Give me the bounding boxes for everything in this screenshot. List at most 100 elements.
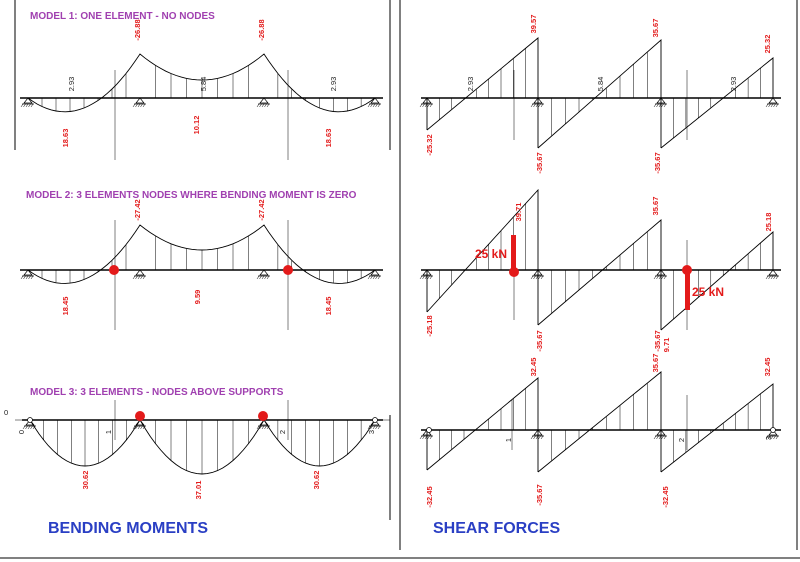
m1-sf-bottom-1: -25.32 — [425, 134, 434, 155]
m3-bm-support-1-hatch — [135, 425, 138, 430]
m1-sf-support-0-hatch — [429, 103, 433, 108]
m3-sf-support-0-hatch — [429, 435, 433, 440]
m3-sf-support-0-hatch — [419, 435, 423, 440]
m3-bm-support-0-hatch — [27, 425, 31, 430]
model-1-title: MODEL 1: ONE ELEMENT - NO NODES — [30, 11, 215, 22]
m2-bm-support-1 — [135, 269, 145, 276]
m3-bm-support-1-hatch — [132, 425, 136, 430]
m1-sf-support-1-hatch — [540, 103, 544, 108]
m2-sf-support-2-hatch — [656, 275, 659, 280]
m3-sf-support-2-hatch — [656, 435, 659, 440]
m3-sf-segment-1 — [537, 371, 662, 473]
m3-sf-support-0-hatch — [422, 435, 425, 440]
m3-sf-support-3-hatch — [770, 435, 774, 440]
m3-sf-top-1: 32.45 — [529, 358, 538, 377]
m1-bm-support-2-hatch — [259, 103, 262, 108]
m3-sf-segment-0 — [426, 377, 539, 471]
shear-forces-heading: SHEAR FORCES — [433, 520, 560, 537]
m2-bm-support-2-hatch — [261, 275, 265, 280]
m3-sf-support-2-hatch — [661, 435, 664, 440]
m3-sf-support-1-hatch — [540, 435, 544, 440]
m2-bm-node-1 — [109, 265, 119, 275]
m3-bm-support-3-hatch — [375, 425, 378, 430]
m3-bm-span-1: 30.62 — [81, 471, 90, 490]
m2-bm-support-1-hatch — [135, 275, 138, 280]
m1-bm-support-2 — [259, 97, 269, 104]
m1-bm-support-2: -26.88 — [257, 19, 266, 40]
m1-sf-support-2-hatch — [661, 103, 664, 108]
m2-bm-support-3-hatch — [370, 275, 373, 280]
m1-bm-support-0-hatch — [30, 103, 34, 108]
m3-bm-support-1-hatch — [142, 425, 146, 430]
m2-sf-bottom-2: -35.67 — [535, 330, 544, 351]
m2-bm-support-0-hatch — [28, 275, 31, 280]
m1-bm-moment-curve — [27, 53, 376, 113]
m1-sf-support-0-hatch — [427, 103, 430, 108]
m3-sf-support-3-hatch — [775, 435, 779, 440]
m3-sf-bottom-3: -32.45 — [661, 486, 670, 507]
m1-bm-span-2: 10.12 — [192, 116, 201, 135]
m1-bm-support-2-hatch — [261, 103, 265, 108]
m1-sf-top-1: 39.57 — [529, 15, 538, 34]
m2-bm-support-2: -27.42 — [257, 199, 266, 220]
m1-sf-support-2-hatch — [656, 103, 659, 108]
bending-moment-diagrams — [15, 53, 390, 475]
m3-bm-support-3-hatch — [367, 425, 371, 430]
m1-bm-support-0-hatch — [25, 103, 29, 108]
m1-bm-support-1: -26.88 — [133, 19, 142, 40]
m2-sf-node-1 — [509, 267, 519, 277]
m1-sf-segment-0 — [426, 37, 539, 131]
m1-sf-support-3-hatch — [765, 103, 769, 108]
m2-sf-support-2-hatch — [653, 275, 657, 280]
m2-sf-support-3-hatch — [768, 275, 771, 280]
m2-sf-segment-1 — [537, 219, 662, 326]
m3-bm-support-3-hatch — [370, 425, 373, 430]
m3-sf-node-2: 2 — [677, 438, 686, 442]
m1-sf-bottom-3: -35.67 — [653, 152, 662, 173]
m2-sf-point-load-bar-1 — [511, 235, 516, 270]
m2-sf-support-3-hatch — [775, 275, 779, 280]
m1-bm-support-3-hatch — [377, 103, 381, 108]
m3-bm-zero-label: 0 — [4, 408, 8, 417]
m2-point-load-1: 25 kN — [475, 247, 507, 261]
m1-bm-axis-3: 2.93 — [329, 77, 338, 92]
m1-sf-top-3: 25.32 — [763, 35, 772, 54]
m1-sf-support-1-hatch — [533, 103, 536, 108]
m2-bm-support-1: -27.42 — [133, 199, 142, 220]
m2-sf-bottom-4: 9.71 — [662, 338, 671, 353]
m1-bm-support-1-hatch — [135, 103, 138, 108]
m1-bm-axis-1: 2.93 — [67, 77, 76, 92]
m1-bm-support-2-hatch — [256, 103, 260, 108]
m1-bm-support-3-hatch — [372, 103, 376, 108]
m2-bm-support-2-hatch — [259, 275, 262, 280]
m3-bm-support-2-hatch — [259, 425, 262, 430]
m2-sf-support-2-hatch — [663, 275, 667, 280]
m2-bm-support-1-hatch — [140, 275, 143, 280]
m2-bm-support-2-hatch — [266, 275, 270, 280]
m2-sf-bottom-3: -35.67 — [653, 330, 662, 351]
m3-sf-support-2-hatch — [653, 435, 657, 440]
m2-sf-support-3-hatch — [773, 275, 776, 280]
m2-sf-point-load-bar-2 — [685, 270, 690, 310]
m1-sf-axis-1: 2.93 — [466, 77, 475, 92]
m3-sf-top-3: 32.45 — [763, 358, 772, 377]
m2-bm-moment-curve — [27, 224, 376, 284]
m3-sf-support-2-hatch — [663, 435, 667, 440]
m2-bm-support-3-hatch — [367, 275, 371, 280]
m2-sf-support-1-hatch — [530, 275, 534, 280]
m1-sf-bottom-2: -35.67 — [535, 152, 544, 173]
m1-sf-support-3 — [768, 97, 778, 104]
m2-bm-support-1-hatch — [137, 275, 141, 280]
m3-sf-support-3-hatch — [768, 435, 771, 440]
m2-sf-support-0-hatch — [422, 275, 425, 280]
m2-bm-support-3-hatch — [377, 275, 381, 280]
m2-sf-support-0-hatch — [427, 275, 430, 280]
m2-bm-support-3-hatch — [372, 275, 376, 280]
m3-sf-support-0-hatch — [427, 435, 430, 440]
m3-sf-bottom-1: -32.45 — [425, 486, 434, 507]
m1-bm-support-1-hatch — [132, 103, 136, 108]
m3-bm-node-2 — [258, 411, 268, 421]
m1-bm-support-0 — [23, 97, 33, 104]
m1-sf-support-2-hatch — [663, 103, 667, 108]
